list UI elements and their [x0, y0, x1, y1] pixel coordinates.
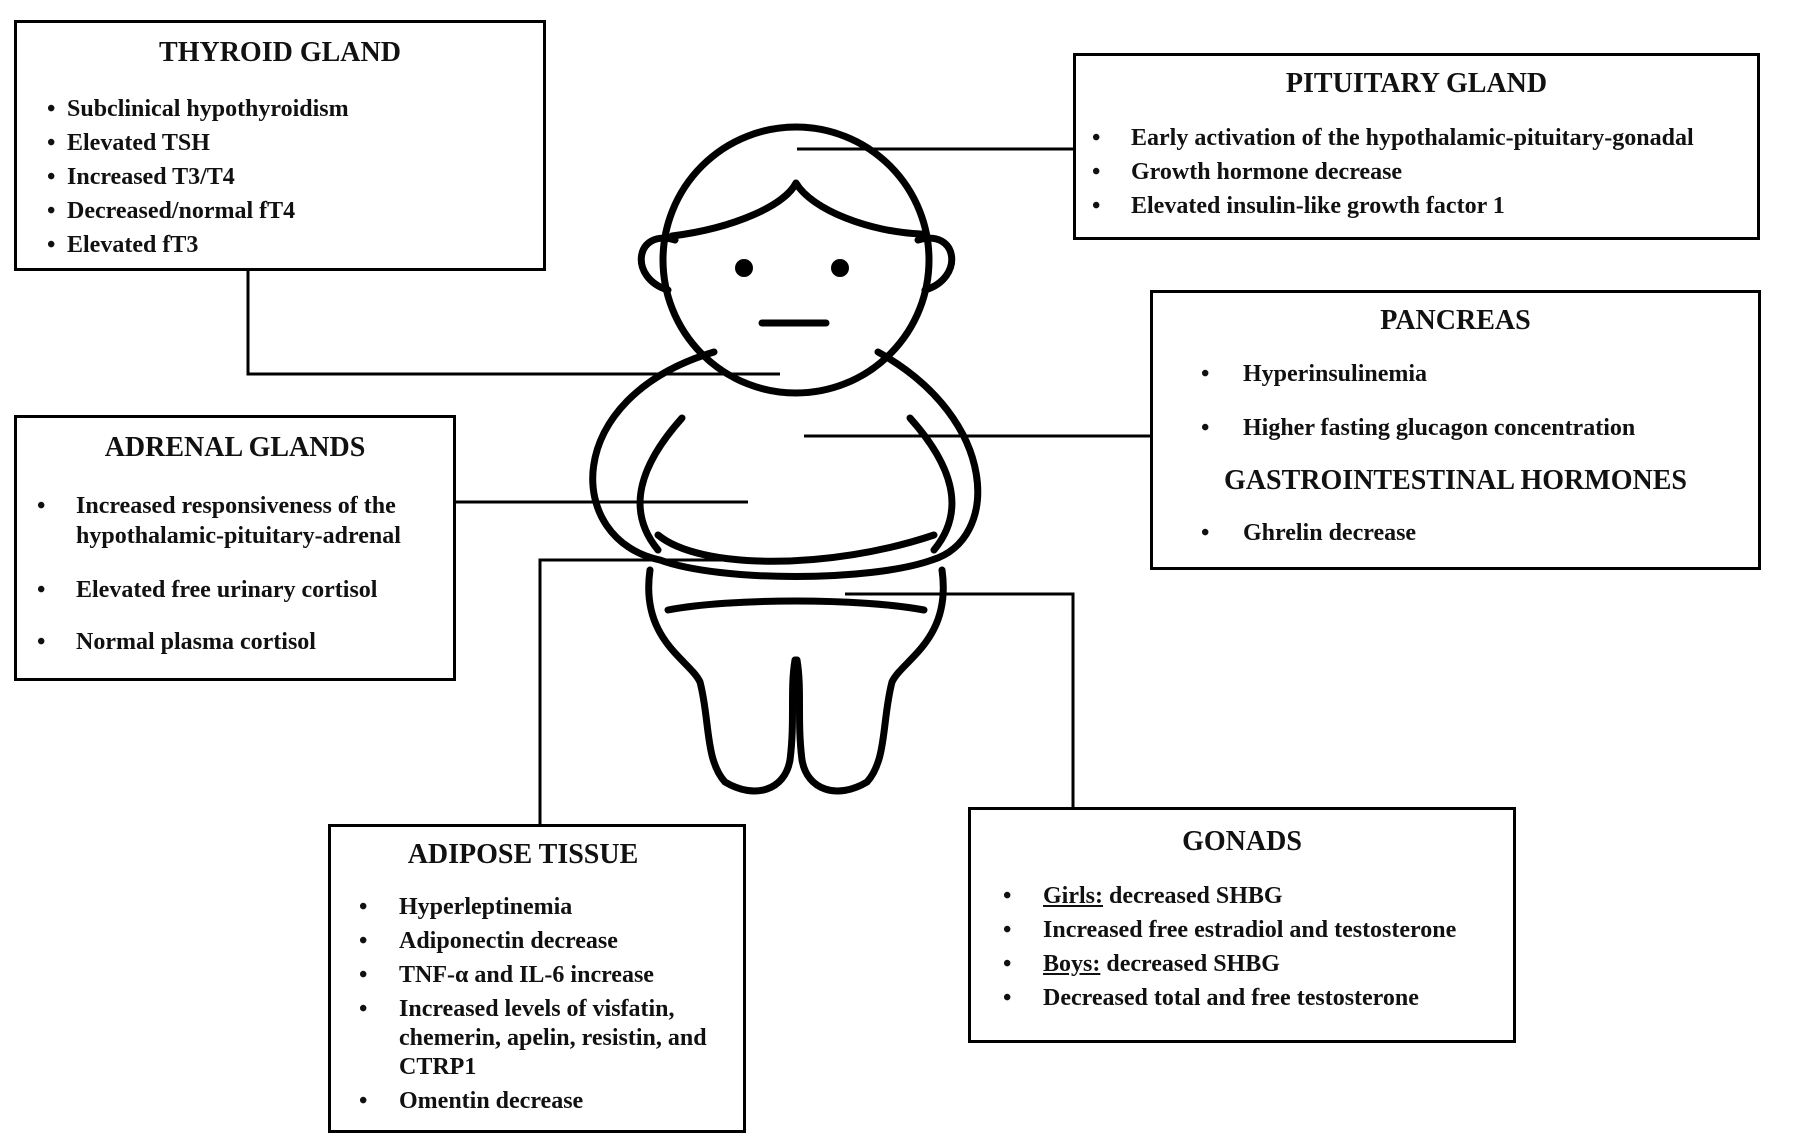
bullet-icon: • — [1092, 159, 1101, 185]
bullet-icon: • — [1003, 883, 1012, 909]
gonads-title: GONADS — [1182, 826, 1302, 857]
right-arm — [906, 414, 956, 554]
pituitary-item: Elevated insulin-like growth factor 1 — [1131, 193, 1505, 219]
adrenal-glands-title: ADRENAL GLANDS — [104, 432, 366, 463]
pancreas-item: Hyperinsulinemia — [1243, 361, 1428, 387]
gonads-item: Decreased total and free testosterone — [1043, 985, 1419, 1011]
adipose-item: Hyperleptinemia — [399, 894, 573, 920]
bullet-icon: • — [47, 130, 56, 156]
adipose-item: TNF-α and IL-6 increase — [399, 962, 654, 988]
gonads-item-boys: Boys: decreased SHBG — [1043, 950, 1280, 979]
bullet-icon: • — [1092, 193, 1101, 219]
gastrointestinal-item: Ghrelin decrease — [1243, 520, 1417, 546]
thyroid-gland-box: THYROID GLAND • Subclinical hypothyroidi… — [14, 20, 546, 271]
pancreas-item: Higher fasting glucagon concentration — [1243, 415, 1636, 441]
thyroid-gland-title: THYROID GLAND — [159, 37, 401, 68]
adrenal-item: Normal plasma cortisol — [76, 629, 316, 655]
torso-outline — [589, 348, 982, 580]
left-ear — [637, 234, 679, 294]
gonads-connector — [845, 592, 1075, 808]
adrenal-item: Increased responsiveness of the — [76, 493, 396, 519]
pituitary-item: Growth hormone decrease — [1131, 159, 1403, 185]
boys-text: decreased SHBG — [1100, 951, 1280, 977]
adrenal-item-continued: hypothalamic-pituitary-adrenal — [76, 523, 401, 549]
belly-line — [654, 531, 938, 565]
boys-label: Boys: — [1043, 951, 1101, 977]
bullet-icon: • — [1201, 415, 1210, 441]
adipose-item-continued: CTRP1 — [399, 1054, 477, 1080]
thyroid-item: Subclinical hypothyroidism — [67, 96, 349, 122]
eyes — [735, 259, 849, 277]
pituitary-gland-box: PITUITARY GLAND • Early activation of th… — [1073, 53, 1760, 240]
thyroid-item: Elevated TSH — [67, 130, 210, 156]
gonads-box: GONADS • Girls: decreased SHBG • Increas… — [968, 807, 1516, 1043]
adipose-tissue-title: ADIPOSE TISSUE — [407, 839, 639, 870]
gonads-item-girls: Girls: decreased SHBG — [1043, 882, 1283, 911]
adipose-item: Omentin decrease — [399, 1088, 584, 1114]
pancreas-box: PANCREAS • Hyperinsulinemia • Higher fas… — [1150, 290, 1761, 570]
gonads-item: Increased free estradiol and testosteron… — [1043, 917, 1457, 943]
bullet-icon: • — [359, 962, 368, 988]
adipose-connector — [538, 558, 781, 825]
adrenal-glands-box: ADRENAL GLANDS • Increased responsivenes… — [14, 415, 456, 681]
bullet-icon: • — [1201, 361, 1210, 387]
bullet-icon: • — [1003, 985, 1012, 1011]
bullet-icon: • — [37, 629, 46, 655]
adipose-tissue-box: ADIPOSE TISSUE • Hyperleptinemia • Adipo… — [328, 824, 746, 1133]
bullet-icon: • — [359, 996, 368, 1022]
pancreas-title: PANCREAS — [1380, 305, 1531, 336]
left-eye — [735, 259, 753, 277]
bullet-icon: • — [37, 493, 46, 519]
girls-label: Girls: — [1043, 883, 1103, 909]
hair-line — [668, 179, 925, 240]
bullet-icon: • — [1201, 520, 1210, 546]
girls-text: decreased SHBG — [1103, 883, 1283, 909]
waistband — [664, 597, 928, 614]
bullet-icon: • — [47, 198, 56, 224]
bullet-icon: • — [359, 1088, 368, 1114]
head-outline — [659, 123, 933, 397]
bullet-icon: • — [47, 164, 56, 190]
gastrointestinal-hormones-title: GASTROINTESTINAL HORMONES — [1224, 465, 1687, 496]
left-arm — [636, 414, 686, 554]
connector-lines — [246, 147, 1152, 825]
pituitary-item: Early activation of the hypothalamic-pit… — [1131, 125, 1694, 151]
thyroid-connector — [246, 270, 780, 376]
right-ear — [914, 234, 956, 294]
bullet-icon: • — [47, 232, 56, 258]
bullet-icon: • — [1003, 917, 1012, 943]
bullet-icon: • — [359, 928, 368, 954]
adrenal-item: Elevated free urinary cortisol — [76, 577, 378, 603]
thyroid-item: Decreased/normal fT4 — [67, 198, 296, 224]
adipose-item-continued: chemerin, apelin, resistin, and — [399, 1025, 707, 1051]
bullet-icon: • — [37, 577, 46, 603]
right-leg — [793, 566, 947, 795]
left-leg — [645, 566, 799, 795]
thyroid-item: Elevated fT3 — [67, 232, 199, 258]
bullet-icon: • — [1092, 125, 1101, 151]
thyroid-item: Increased T3/T4 — [67, 164, 235, 190]
right-eye — [831, 259, 849, 277]
adipose-item: Adiponectin decrease — [399, 928, 618, 954]
pituitary-gland-title: PITUITARY GLAND — [1285, 68, 1548, 99]
bullet-icon: • — [1003, 951, 1012, 977]
adipose-item: Increased levels of visfatin, — [399, 996, 675, 1022]
bullet-icon: • — [359, 894, 368, 920]
bullet-icon: • — [47, 96, 56, 122]
